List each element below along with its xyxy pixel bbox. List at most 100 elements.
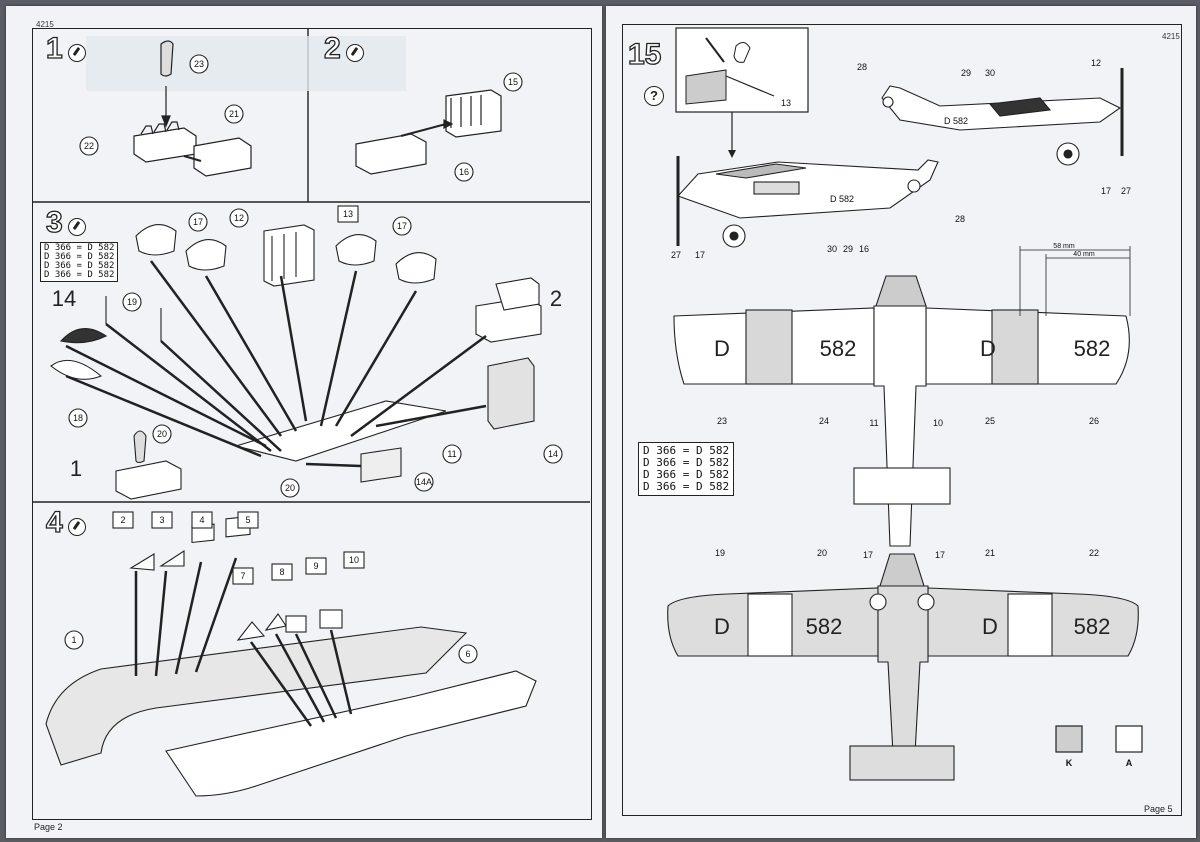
part-number: 30 [827, 244, 837, 254]
left-page: 4 2 15 [6, 6, 602, 838]
part-number-circle [414, 472, 434, 492]
part-number: 19 [715, 548, 725, 558]
decal-row: D 366 = D 582 [44, 261, 115, 271]
part-number: 21 [985, 548, 995, 558]
right-page: 4215 [606, 6, 1196, 838]
decal-row: D 366 = D 582 [643, 480, 730, 493]
part-number-box [237, 511, 259, 529]
part-number-circle [229, 208, 249, 228]
part-number: 12 [1091, 58, 1101, 68]
decal-row: D 366 = D 582 [643, 444, 730, 457]
registration-decal-chart: D 366 = D 582 D 366 = D 582 D 366 = D 58… [40, 242, 119, 282]
part-number: 12 [234, 213, 244, 223]
left-page-frame [32, 28, 592, 820]
fuselage-registration: D 582 [944, 116, 968, 126]
subassembly-number: 1 [70, 456, 82, 481]
part-number-circle [64, 630, 84, 650]
step-number: 3 [45, 205, 63, 239]
part-number-circle [188, 212, 208, 232]
decal-row: D 366 = D 582 [643, 456, 730, 469]
part-number-box [191, 511, 213, 529]
step-number: 4 [45, 505, 63, 539]
part-number-box [271, 563, 293, 581]
part-number-circle [280, 478, 300, 498]
part-number: 22 [84, 141, 94, 151]
part-number: 20 [817, 548, 827, 558]
left-page-drawing: 23212215161712131719141820111414A2021234… [33, 28, 590, 797]
part-number: 15 [508, 77, 518, 87]
part-number: 27 [671, 250, 681, 260]
step-number: 2 [323, 31, 341, 65]
part-number: 9 [313, 561, 318, 571]
color-code-label: A [1126, 758, 1133, 768]
part-number-box [337, 205, 359, 223]
dimension-label: 58 mm [1053, 243, 1075, 250]
part-number-circle [79, 136, 99, 156]
part-number: 13 [781, 98, 791, 108]
part-number: 14 [548, 449, 558, 459]
registration-number: 582 [1074, 614, 1111, 639]
part-number-circle [442, 444, 462, 464]
part-number-box [151, 511, 173, 529]
part-number: 17 [695, 250, 705, 260]
part-number-box [112, 511, 134, 529]
step-number: 1 [45, 31, 63, 65]
part-number-circle [122, 292, 142, 312]
part-number: 16 [459, 167, 469, 177]
part-number: 26 [1089, 416, 1099, 426]
part-number: 30 [985, 68, 995, 78]
part-number: 1 [71, 635, 76, 645]
part-number: 4 [199, 515, 204, 525]
part-number-circle [458, 644, 478, 664]
part-number-box [232, 567, 254, 585]
part-number: 23 [717, 416, 727, 426]
part-number-circle [543, 444, 563, 464]
registration-decal-chart: D 366 = D 582 D 366 = D 582 D 366 = D 58… [638, 442, 735, 496]
decal-row: D 366 = D 582 [44, 270, 115, 280]
glue-icon [68, 518, 86, 536]
dimension-label: 40 mm [1073, 251, 1095, 258]
part-number: 17 [1101, 186, 1111, 196]
part-number: 28 [857, 62, 867, 72]
page-number: Page 5 [1144, 804, 1173, 814]
registration-number: 582 [806, 614, 843, 639]
registration-letter: D [980, 336, 996, 361]
step-number: 15 [627, 37, 662, 71]
part-number: 3 [159, 515, 164, 525]
fuselage-registration: D 582 [830, 194, 854, 204]
registration-letter: D [714, 614, 730, 639]
part-number: 23 [194, 59, 204, 69]
decal-row: D 366 = D 582 [44, 252, 115, 262]
part-number: 29 [961, 68, 971, 78]
decal-row: D 366 = D 582 [44, 243, 115, 253]
part-number: 7 [240, 571, 245, 581]
subassembly-number: 14 [52, 286, 76, 311]
glue-icon [68, 44, 86, 62]
part-number: 19 [127, 297, 137, 307]
part-number: 14A [416, 477, 432, 487]
catalog-number: 4215 [36, 20, 54, 29]
part-number-circle [392, 216, 412, 236]
registration-number: 582 [1074, 336, 1111, 361]
part-number: 6 [465, 649, 470, 659]
part-number: 8 [279, 567, 284, 577]
part-number: 11 [869, 418, 878, 428]
part-number-circle [503, 72, 523, 92]
part-number: 27 [1121, 186, 1131, 196]
part-number: 21 [229, 109, 239, 119]
right-page-frame [622, 24, 1182, 816]
registration-letter: D [982, 614, 998, 639]
part-number-circle [189, 54, 209, 74]
part-number: 11 [447, 449, 456, 459]
part-number-box [343, 551, 365, 569]
part-number: 10 [349, 555, 359, 565]
part-number: 13 [343, 209, 353, 219]
part-number-circle [454, 162, 474, 182]
part-number: 18 [73, 413, 83, 423]
part-number: 29 [843, 244, 853, 254]
part-number: 2 [120, 515, 125, 525]
catalog-number: 4215 [1162, 32, 1180, 41]
part-number: 17 [397, 221, 407, 231]
